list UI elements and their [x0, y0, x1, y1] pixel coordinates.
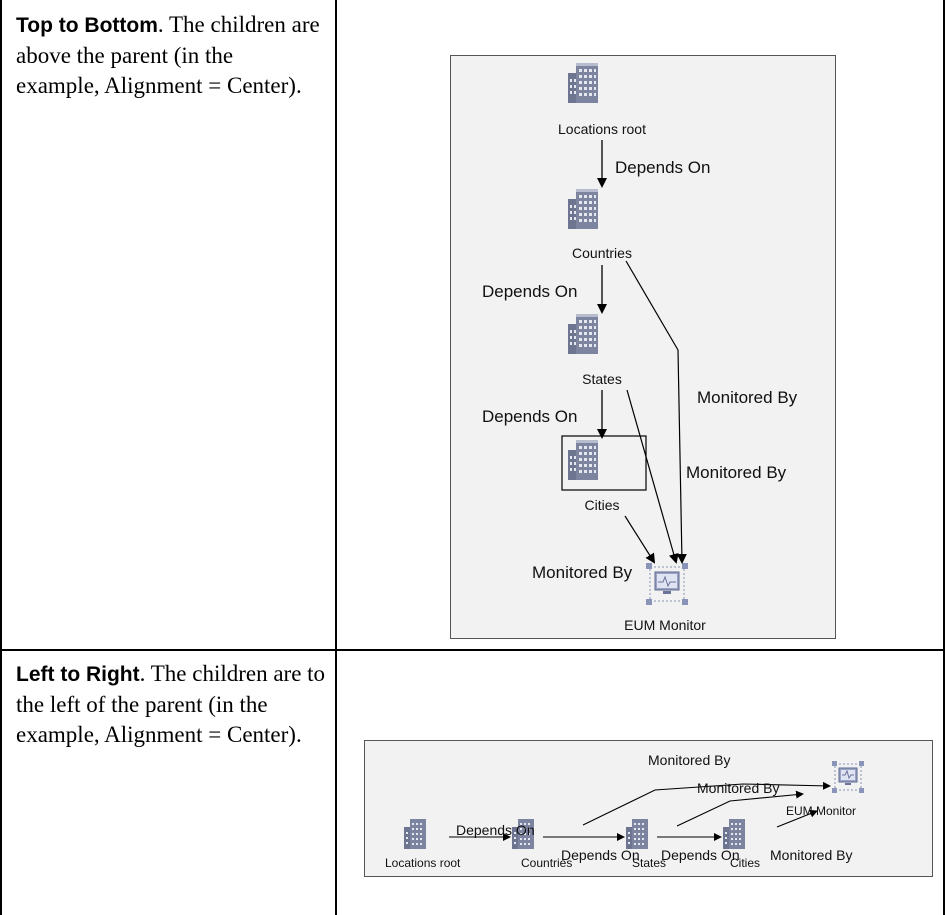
row-left-to-right-description: Left to Right. The children are to the l… [16, 659, 328, 750]
edge-monitored-by [626, 389, 679, 564]
countries-building-icon [568, 189, 598, 229]
edge-label-depends-on: Depends On [456, 822, 535, 838]
row-term: Left to Right [16, 663, 140, 686]
edge-monitored-by [582, 781, 831, 826]
table-row-divider [0, 649, 945, 651]
node-label-countries: Countries [572, 245, 632, 261]
edge-label-monitored-by: Monitored By [770, 847, 852, 863]
edge-monitored-by [776, 809, 818, 828]
edge-monitored-by [625, 260, 687, 564]
node-label-states: States [582, 371, 622, 387]
row-text: The children are above the parent (in th… [16, 12, 320, 98]
edge-monitored-by [624, 515, 656, 564]
left-to-right-diagram: Locations root Countries States Cities E… [364, 740, 933, 877]
node-label-eum-monitor: EUM Monitor [786, 804, 856, 818]
edge-label-depends-on: Depends On [661, 847, 740, 863]
table-column-divider [335, 0, 337, 915]
edge-label-monitored-by: Monitored By [697, 780, 779, 796]
node-label-locations-root: Locations root [558, 121, 646, 137]
row-text: The children are to the left of the pare… [16, 661, 326, 747]
node-label-cities: Cities [584, 497, 619, 513]
edge-label-depends-on: Depends On [615, 158, 710, 177]
edge-label-depends-on: Depends On [482, 407, 577, 426]
edge-label-depends-on: Depends On [482, 282, 577, 301]
cities-building-icon [723, 819, 745, 849]
edge-label-monitored-by: Monitored By [532, 563, 633, 582]
node-label-countries: Countries [521, 856, 572, 870]
left-to-right-diagram-svg: Locations root Countries States Cities E… [385, 752, 865, 870]
cities-building-icon [568, 440, 598, 480]
node-label-eum-monitor: EUM Monitor [624, 617, 706, 633]
eum-monitor-icon [831, 760, 865, 794]
edge-label-depends-on: Depends On [561, 847, 640, 863]
states-building-icon [626, 819, 648, 849]
eum-monitor-icon [645, 562, 689, 606]
table-border-right [943, 0, 945, 915]
edge-monitored-by [676, 790, 804, 827]
states-building-icon [568, 314, 598, 354]
row-term-separator: . [157, 12, 164, 37]
node-label-locations-root: Locations root [385, 856, 461, 870]
row-term: Top to Bottom [16, 14, 158, 37]
node-label-cities: Cities [730, 856, 760, 870]
locations-root-building-icon [568, 63, 598, 103]
top-to-bottom-diagram-svg: Locations root Countries States Cities E… [482, 63, 798, 633]
table-border-left [0, 0, 2, 915]
node-label-states: States [632, 856, 666, 870]
row-term-separator: . [139, 661, 146, 686]
edge-label-monitored-by: Monitored By [686, 463, 787, 482]
edge-label-monitored-by: Monitored By [697, 388, 798, 407]
locations-root-building-icon [404, 819, 426, 849]
row-top-to-bottom-description: Top to Bottom. The children are above th… [16, 10, 321, 101]
edge-label-monitored-by: Monitored By [648, 752, 730, 768]
top-to-bottom-diagram: Locations root Countries States Cities E… [450, 55, 836, 639]
